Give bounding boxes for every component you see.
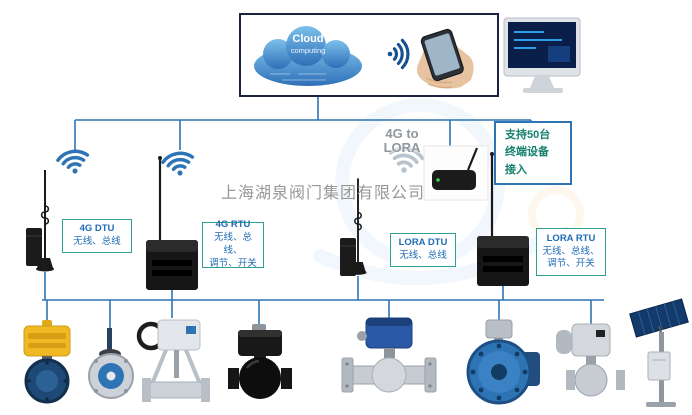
label-4g-dtu-title: 4G DTU — [79, 223, 115, 235]
cloud-subtitle: computing — [290, 46, 326, 55]
wifi-icon-mid — [160, 149, 197, 180]
company-watermark: 上海湖泉阀门集团有限公司 — [221, 185, 426, 202]
label-lora-dtu: LORA DTU 无线、总线 — [390, 233, 456, 267]
label-4g-rtu-desc1: 无线、总线、 — [213, 232, 252, 256]
cloud-panel — [239, 13, 499, 97]
valve-butterfly-wafer — [88, 328, 134, 399]
valve-gate-electric — [136, 319, 210, 402]
valve-ball-blue-actuator — [341, 317, 437, 393]
wifi-icon-left — [55, 147, 92, 178]
label-lora-dtu-desc: 无线、总线 — [399, 250, 447, 261]
note-line2: 终端设备 — [505, 146, 549, 159]
note-line1: 支持50台 — [505, 129, 551, 142]
desktop-monitor-icon — [503, 17, 581, 93]
device-4g-rtu — [146, 154, 198, 290]
gateway-label-line2: LORA — [383, 140, 421, 156]
label-lora-rtu-desc2: 调节、开关 — [547, 258, 595, 270]
cloud-title: Cloud — [292, 33, 324, 45]
terminal-capacity-note: 支持50台 终端设备 接入 — [494, 121, 572, 185]
valve-butterfly-yellow-actuator — [23, 320, 71, 404]
gateway-label-line1: 4G to — [385, 126, 419, 141]
gateway-4g-to-lora-label: 4G to LORA — [374, 126, 430, 156]
label-lora-rtu-desc1: 无线、总线、 — [542, 245, 600, 257]
cloud-computing-icon — [254, 26, 362, 86]
label-lora-dtu-title: LORA DTU — [398, 237, 448, 249]
valve-ball-black — [228, 324, 292, 399]
valve-actuator-silver — [556, 323, 625, 397]
label-lora-rtu: LORA RTU 无线、总线、 调节、开关 — [536, 228, 606, 276]
connection-lines — [42, 96, 604, 330]
device-lora-gateway — [423, 145, 489, 201]
label-lora-rtu-title: LORA RTU — [546, 232, 596, 244]
label-4g-rtu: 4G RTU 无线、总线、 调节、开关 — [202, 219, 264, 269]
valve-flange-blue — [466, 319, 540, 405]
label-4g-dtu: 4G DTU 无线、总线 — [62, 219, 132, 253]
note-line3: 接入 — [505, 163, 527, 176]
label-4g-rtu-title: 4G RTU — [215, 219, 251, 231]
hand-holding-phone — [416, 28, 474, 89]
solar-panel-pole — [629, 298, 689, 407]
label-4g-dtu-desc: 无线、总线 — [73, 236, 121, 247]
label-4g-rtu-desc2: 调节、开关 — [209, 257, 257, 269]
device-4g-dtu — [25, 169, 55, 273]
